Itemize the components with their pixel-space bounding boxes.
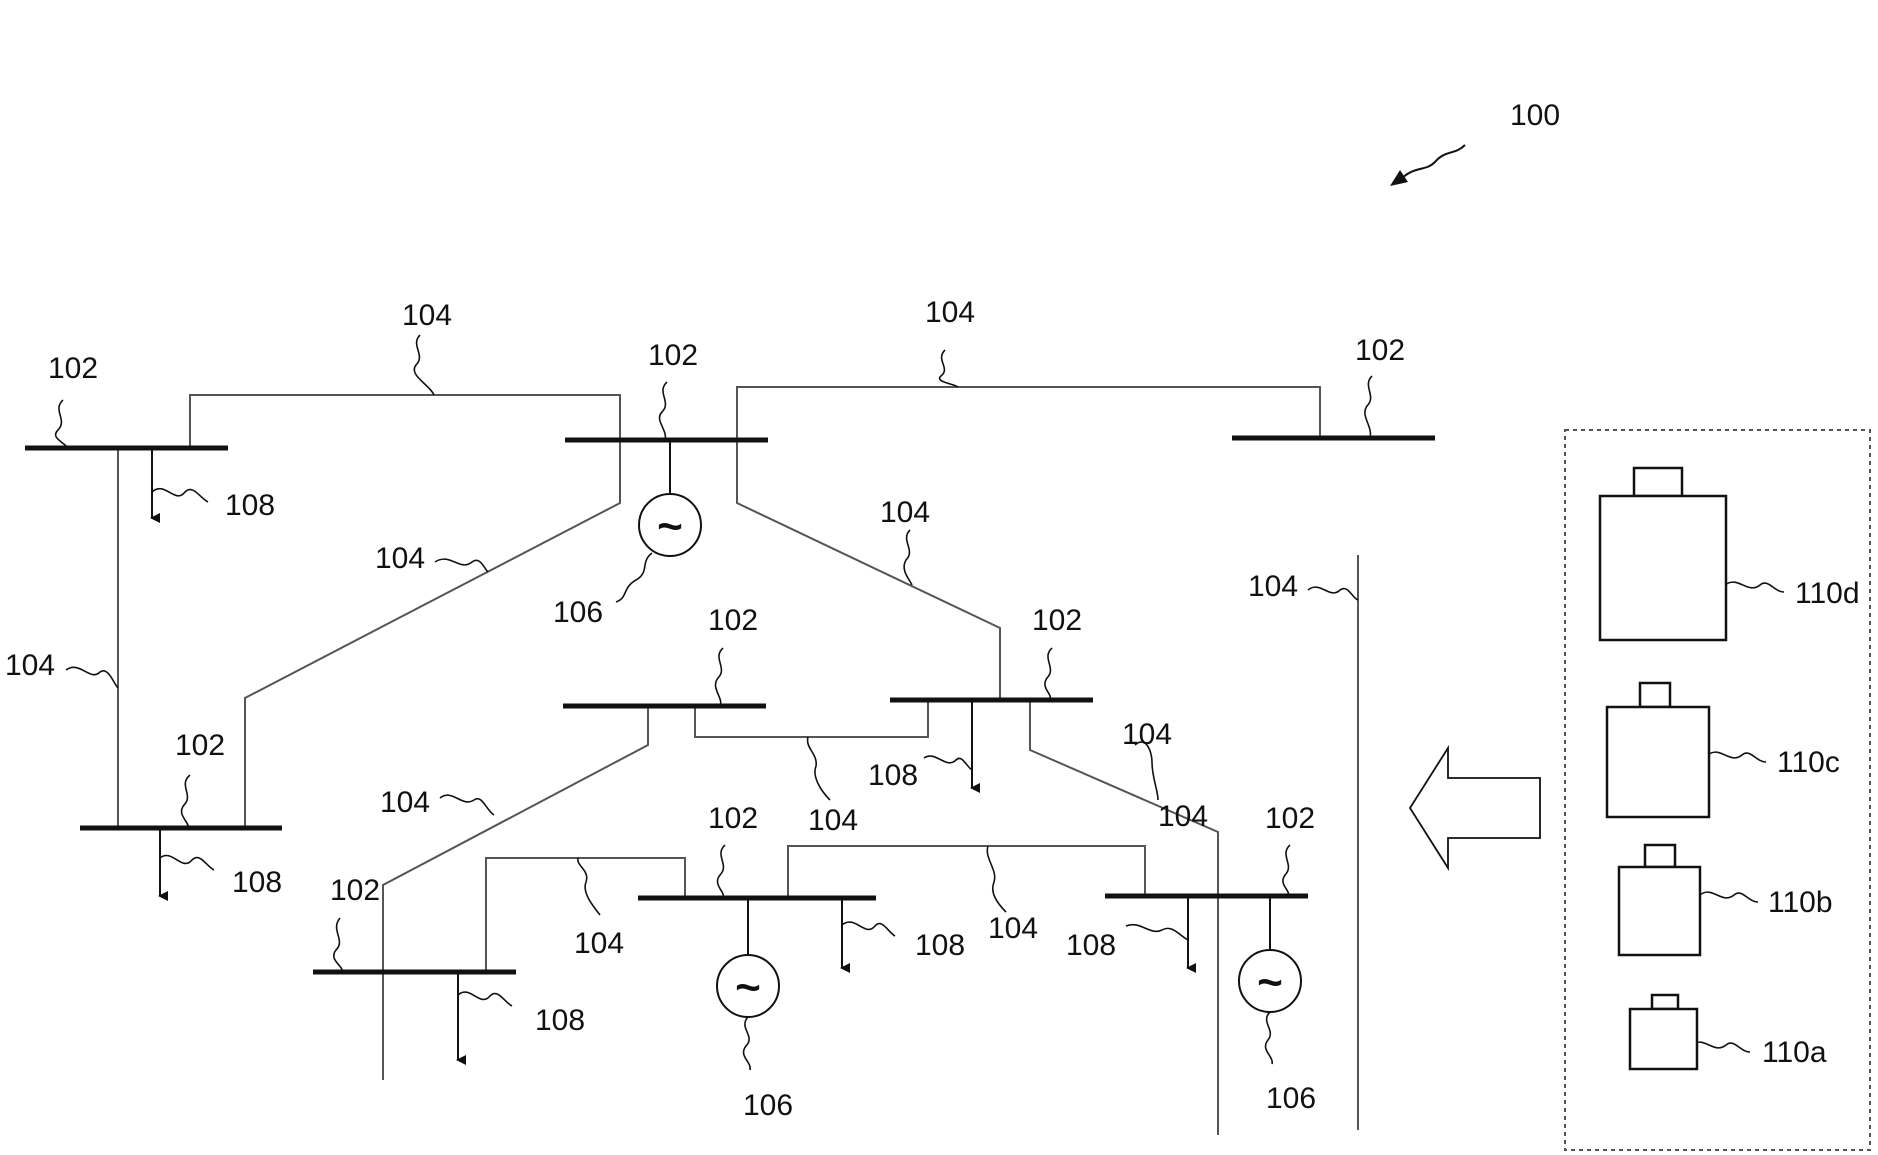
leader bbox=[182, 775, 190, 828]
storage-label: 110d bbox=[1795, 577, 1860, 610]
figure-reference: 100 bbox=[1390, 99, 1560, 186]
leader bbox=[1725, 582, 1784, 592]
generator-symbol: ~ bbox=[657, 502, 683, 551]
leader bbox=[904, 530, 912, 585]
load-label: 108 bbox=[232, 866, 282, 899]
battery-terminal bbox=[1652, 995, 1678, 1009]
leader bbox=[924, 756, 972, 770]
leader bbox=[1365, 376, 1372, 438]
leader bbox=[744, 1017, 751, 1070]
bus-label: 102 bbox=[708, 604, 758, 637]
generators bbox=[639, 440, 1301, 1017]
bus-label: 102 bbox=[1265, 802, 1315, 835]
leader bbox=[1700, 892, 1758, 902]
line-label: 104 bbox=[880, 496, 930, 529]
leader bbox=[987, 846, 1006, 912]
hollow-arrow bbox=[1410, 748, 1540, 868]
battery-110a bbox=[1630, 995, 1697, 1069]
leader bbox=[334, 918, 342, 972]
battery-terminal bbox=[1640, 683, 1670, 707]
bus-label: 102 bbox=[1032, 604, 1082, 637]
line-label: 104 bbox=[1158, 800, 1208, 833]
line-bus2-bus6 bbox=[737, 440, 1000, 700]
leader bbox=[1308, 587, 1358, 600]
line-bus2-bus4 bbox=[245, 448, 620, 828]
line-label: 104 bbox=[402, 299, 452, 332]
line-label: 104 bbox=[925, 296, 975, 329]
battery-110d bbox=[1600, 468, 1726, 640]
leader bbox=[1283, 845, 1290, 896]
line-bus1-bus2 bbox=[190, 395, 620, 448]
generator-label: 106 bbox=[1266, 1082, 1316, 1115]
battery-body bbox=[1630, 1009, 1697, 1069]
line-label: 104 bbox=[5, 649, 55, 682]
leader bbox=[152, 489, 208, 502]
leader bbox=[659, 382, 667, 440]
leader bbox=[1692, 1042, 1750, 1052]
bus-label: 102 bbox=[708, 802, 758, 835]
storage-labels: 110d 110c 110b 110a bbox=[1762, 577, 1860, 1069]
bus-label: 102 bbox=[330, 874, 380, 907]
transmission-lines bbox=[118, 387, 1358, 1135]
load-label: 108 bbox=[915, 929, 965, 962]
leader bbox=[1266, 1012, 1273, 1064]
battery-terminal bbox=[1634, 468, 1682, 496]
line-bus6-bus9 bbox=[1030, 700, 1218, 1135]
line-bus7-bus9 bbox=[788, 846, 1145, 898]
storage-label: 110b bbox=[1768, 886, 1833, 919]
line-label: 104 bbox=[988, 912, 1038, 945]
leader bbox=[1126, 925, 1188, 940]
leader bbox=[458, 992, 512, 1006]
leader bbox=[1045, 648, 1052, 700]
battery-110b bbox=[1619, 845, 1700, 955]
load-label: 108 bbox=[868, 759, 918, 792]
leader bbox=[842, 922, 895, 936]
leader bbox=[940, 350, 958, 387]
line-label: 104 bbox=[808, 804, 858, 837]
leader bbox=[56, 400, 68, 448]
battery-110c bbox=[1607, 683, 1709, 817]
generator-symbol: ~ bbox=[1257, 958, 1283, 1007]
leader bbox=[1708, 752, 1766, 762]
leader bbox=[440, 795, 494, 815]
battery-body bbox=[1607, 707, 1709, 817]
leader bbox=[435, 559, 488, 572]
load-label: 108 bbox=[1066, 929, 1116, 962]
line-label: 104 bbox=[380, 786, 430, 819]
storage-panel: 110d 110c 110b 110a bbox=[1565, 430, 1870, 1150]
line-label: 104 bbox=[1122, 718, 1172, 751]
line-label: 104 bbox=[1248, 570, 1298, 603]
figure-arrowhead bbox=[1390, 170, 1408, 186]
generator-symbol: ~ bbox=[735, 963, 761, 1012]
leader bbox=[808, 737, 830, 800]
line-bus2-bus3 bbox=[737, 387, 1320, 440]
line-bus5-bus8 bbox=[383, 706, 648, 1080]
battery-terminal bbox=[1645, 845, 1675, 867]
leader bbox=[578, 858, 600, 915]
leader bbox=[715, 648, 723, 706]
battery-body bbox=[1600, 496, 1726, 640]
generator-label: 106 bbox=[743, 1089, 793, 1122]
line-label: 104 bbox=[375, 542, 425, 575]
battery-body bbox=[1619, 867, 1700, 955]
leader bbox=[66, 667, 118, 688]
leader bbox=[717, 845, 725, 898]
bus-label: 102 bbox=[1355, 334, 1405, 367]
load-labels: 108 108 108 108 108 108 bbox=[225, 489, 1116, 1037]
line-label: 104 bbox=[574, 927, 624, 960]
bus-label: 102 bbox=[175, 729, 225, 762]
leader bbox=[160, 855, 214, 870]
figure-label: 100 bbox=[1510, 99, 1560, 132]
leader bbox=[414, 335, 434, 395]
storage-label: 110c bbox=[1777, 746, 1840, 779]
leader bbox=[616, 553, 652, 602]
bus-label: 102 bbox=[48, 352, 98, 385]
figure-leader bbox=[1400, 145, 1465, 180]
load-label: 108 bbox=[225, 489, 275, 522]
load-label: 108 bbox=[535, 1004, 585, 1037]
bus-label: 102 bbox=[648, 339, 698, 372]
storage-label: 110a bbox=[1762, 1036, 1827, 1069]
generator-label: 106 bbox=[553, 596, 603, 629]
